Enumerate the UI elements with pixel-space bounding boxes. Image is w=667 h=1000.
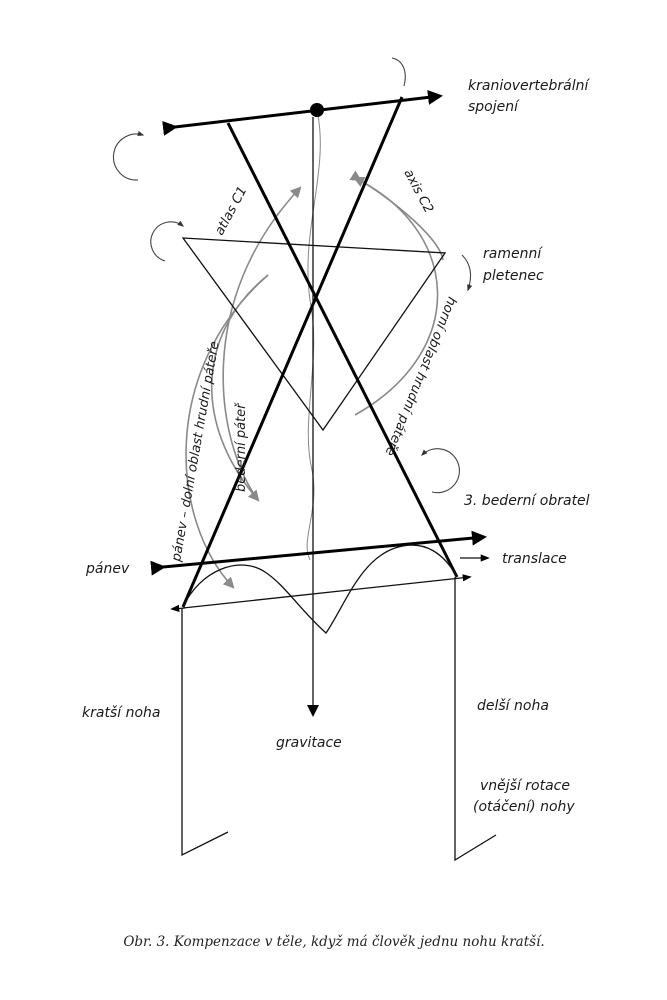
label-gravitace: gravitace	[276, 735, 342, 751]
label-bederni-patez: bederní páteř	[234, 402, 249, 492]
shoulder-triangle	[181, 237, 447, 432]
rotation-icon-shoulder-left	[150, 220, 185, 262]
label-ramenni-2: pletenec	[482, 268, 544, 284]
label-axis: axis C2	[400, 167, 436, 216]
label-horni: horní oblast hrudní páteře	[382, 295, 460, 458]
gravity-arrowhead	[307, 705, 319, 717]
label-panev: pánev	[85, 561, 130, 577]
label-atlas: atlas C1	[212, 184, 250, 238]
rotation-icon-head	[112, 130, 145, 181]
label-vnejsi-2: (otáčení) nohy	[473, 799, 575, 815]
pelvis-line	[150, 530, 487, 576]
spine-curve	[306, 109, 321, 561]
label-bederni-obratel: 3. bederní obratel	[464, 493, 590, 509]
right-leg	[454, 577, 497, 862]
thick-line-right	[181, 96, 404, 608]
thick-line-left	[226, 122, 459, 578]
rotation-icon-shoulder-right	[461, 254, 473, 292]
base-line	[182, 574, 472, 609]
rotation-icon-top	[391, 57, 406, 87]
arc-bederni	[210, 274, 269, 502]
head-axis-line	[162, 89, 443, 136]
label-kratsi: kratší noha	[82, 705, 160, 721]
figure-caption: Obr. 3. Kompenzace v těle, když má člově…	[123, 934, 544, 950]
label-ramenni-1: ramenní	[483, 246, 543, 262]
arc-axis-start	[349, 170, 444, 261]
base-line-left-tip	[170, 604, 186, 613]
pelvis-wave	[182, 544, 458, 634]
left-leg	[181, 608, 229, 857]
label-kranio-1: kraniovertebrální	[468, 78, 591, 94]
head-joint-dot	[310, 103, 324, 117]
label-kranio-2: spojení	[468, 99, 520, 115]
label-translace: translace	[502, 551, 567, 567]
label-delsi: delší noha	[477, 698, 549, 714]
label-vnejsi-1: vnější rotace	[480, 778, 570, 794]
rotation-icon-lumbar	[421, 448, 460, 494]
